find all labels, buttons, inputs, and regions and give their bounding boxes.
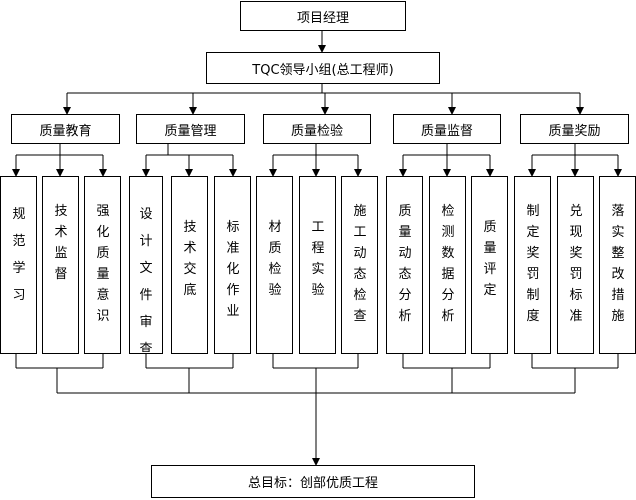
leaf-box: 兑现奖罚标准 [557, 176, 594, 354]
project-manager-label: 项目经理 [296, 10, 349, 26]
leaf-box: 技术交底 [171, 176, 208, 354]
tqc-leader-box: TQC领导小组(总工程师) [206, 52, 440, 84]
project-manager-box: 项目经理 [240, 1, 406, 31]
leaf-label: 质量动态分析 [398, 204, 412, 324]
leaf-box: 工程实验 [299, 176, 336, 354]
group-box-quality-management: 质量管理 [136, 114, 245, 144]
group-box-quality-reward: 质量奖励 [520, 114, 629, 144]
leaf-label: 规范学习 [12, 207, 26, 303]
goal-label: 总目标：创部优质工程 [247, 476, 378, 491]
leaf-label: 材质检验 [268, 220, 282, 298]
group-box-quality-inspection: 质量检验 [263, 114, 371, 144]
leaf-label: 工程实验 [311, 220, 325, 298]
leaf-label: 设计文件审查 [139, 207, 153, 357]
tqc-leader-label: TQC领导小组(总工程师) [252, 62, 394, 78]
leaf-label: 标准化作业 [226, 220, 240, 319]
leaf-label: 质量评定 [483, 220, 497, 298]
leaf-box: 检测数据分析 [429, 176, 466, 354]
leaf-box: 施工动态检查 [341, 176, 378, 354]
group-label: 质量奖励 [548, 123, 601, 139]
leaf-box: 落实整改措施 [599, 176, 636, 354]
leaf-label: 检测数据分析 [441, 204, 455, 324]
leaf-label: 兑现奖罚标准 [569, 204, 583, 324]
leaf-box: 规范学习 [0, 176, 37, 354]
leaf-label: 落实整改措施 [611, 204, 625, 324]
leaf-box: 制定奖罚制度 [514, 176, 551, 354]
group-label: 质量管理 [164, 123, 217, 139]
leaf-label: 技术交底 [183, 220, 197, 298]
group-label: 质量检验 [290, 123, 343, 139]
group-box-quality-supervision: 质量监督 [393, 114, 501, 144]
leaf-label: 强化质量意识 [96, 204, 110, 324]
group-label: 质量教育 [39, 123, 92, 139]
leaf-box: 材质检验 [256, 176, 293, 354]
leaf-box: 技术监督 [42, 176, 79, 354]
leaf-label: 技术监督 [54, 204, 68, 282]
leaf-label: 施工动态检查 [353, 204, 367, 324]
leaf-box: 标准化作业 [214, 176, 251, 354]
leaf-box: 强化质量意识 [84, 176, 121, 354]
leaf-box: 质量评定 [471, 176, 508, 354]
leaf-box: 质量动态分析 [386, 176, 423, 354]
group-label: 质量监督 [420, 123, 473, 139]
leaf-box: 设计文件审查 [129, 176, 163, 357]
group-box-quality-education: 质量教育 [11, 114, 120, 144]
leaf-label: 制定奖罚制度 [526, 204, 540, 324]
goal-box: 总目标：创部优质工程 [151, 465, 475, 498]
